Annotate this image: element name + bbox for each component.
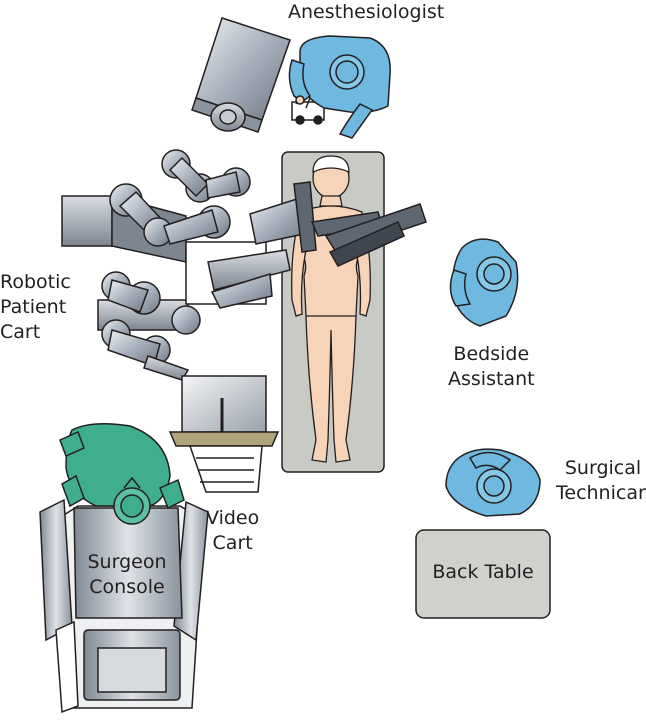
label-bedside-line-2: Assistant <box>448 368 535 390</box>
label-video-line-2: Cart <box>212 532 253 554</box>
back-table <box>415 529 551 619</box>
label-bedside-assistant: Bedside Assistant <box>448 342 535 392</box>
anesthesia-machine <box>191 17 325 133</box>
label-console-line-2: Console <box>89 576 165 598</box>
label-video-cart: Video Cart <box>206 506 259 556</box>
robotic-patient-cart <box>61 149 427 381</box>
surgeon-figure <box>59 423 185 525</box>
label-surgical-line-1: Surgical <box>564 457 642 479</box>
label-robotic-line-3: Cart <box>0 321 41 343</box>
label-robotic-line-1: Robotic <box>0 271 71 293</box>
label-bedside-line-1: Bedside <box>453 343 530 365</box>
surgical-technician-figure <box>445 448 541 517</box>
label-console-line-1: Surgeon <box>87 551 167 573</box>
label-robotic-line-2: Patient <box>0 296 67 318</box>
surgeon-console <box>39 498 209 714</box>
label-surgical-technican: Surgical Technican <box>556 456 646 506</box>
video-cart <box>168 375 280 493</box>
bedside-assistant-figure <box>449 238 519 327</box>
label-anesthesiologist: Anesthesiologist <box>288 1 445 23</box>
label-surgical-line-2: Technican <box>556 482 646 504</box>
label-robotic-patient-cart: Robotic Patient Cart <box>0 270 71 345</box>
label-video-line-1: Video <box>206 507 260 529</box>
label-back-table: Back Table <box>432 561 534 583</box>
anesthesiologist-figure <box>288 35 391 139</box>
label-surgeon-console: Surgeon Console <box>84 550 170 600</box>
